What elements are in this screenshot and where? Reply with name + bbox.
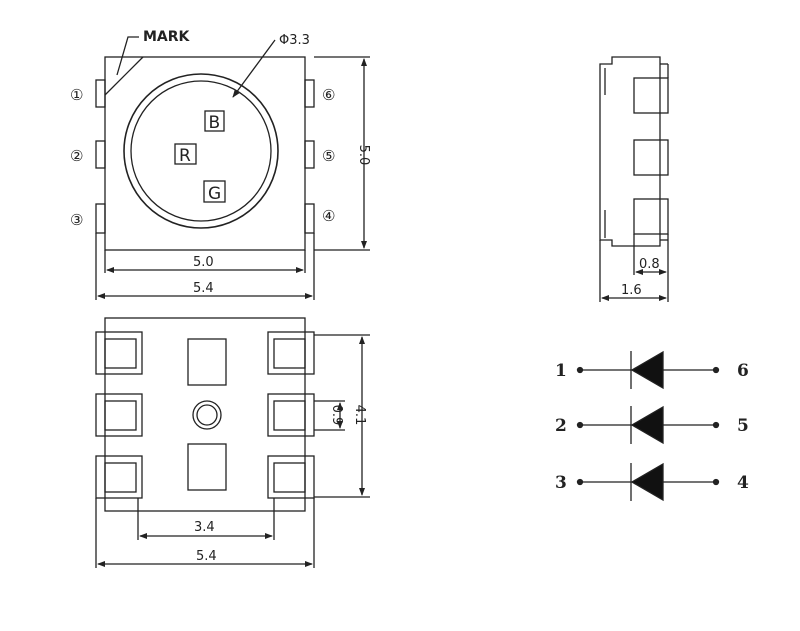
- bottom-pad-4: [267, 455, 315, 499]
- bottom-pad-5: [267, 393, 315, 437]
- bottom-pad-2: [95, 393, 143, 437]
- mark-leader: [116, 36, 139, 76]
- lens-inner: [130, 80, 272, 222]
- schematic: [576, 350, 720, 502]
- dim-3-4: 3.4: [194, 520, 215, 535]
- pin-5-lead: [304, 140, 315, 169]
- package-body-bottom: [104, 317, 306, 512]
- side-view: [599, 56, 669, 302]
- schematic-row-1: [576, 350, 720, 390]
- side-body: [599, 56, 661, 247]
- center-via-outer: [192, 400, 222, 430]
- chip-b-label: B: [209, 113, 221, 133]
- pin-3-lead: [95, 203, 106, 234]
- top-view: [95, 36, 370, 300]
- dim-5-0-height: 5.0: [356, 145, 371, 166]
- terminal-2: [576, 421, 584, 429]
- diode-1-icon: [630, 350, 664, 390]
- pin-6-lead: [304, 79, 315, 108]
- pin-6-number: ⑥: [322, 86, 335, 104]
- chip-r-label: R: [179, 146, 191, 166]
- chip-g-label: G: [208, 184, 221, 204]
- dim-5-4-width: 5.4: [193, 281, 214, 296]
- pin-2-number: ②: [70, 147, 83, 165]
- top-view-text: MARK Φ3.3 B R G ① ② ③ ⑥ ⑤ ④ 5.0 5.4 5.0: [70, 29, 371, 296]
- side-pad-3: [633, 198, 669, 235]
- mark-label: MARK: [143, 29, 191, 45]
- bottom-view: [95, 317, 370, 568]
- dim-5-4-bottom: 5.4: [196, 549, 217, 564]
- terminal-6: [712, 366, 720, 374]
- pin-5-number: ⑤: [322, 147, 335, 165]
- dim-4-1: 4.1: [352, 405, 367, 426]
- schematic-pin-3: 3: [555, 473, 567, 493]
- bottom-pad-3: [95, 455, 143, 499]
- pin-2-lead: [95, 140, 106, 169]
- bottom-view-text: 0.9 4.1 3.4 5.4: [194, 405, 367, 564]
- terminal-3: [576, 478, 584, 486]
- chip-r-box: [174, 143, 197, 165]
- schematic-pin-2: 2: [555, 416, 567, 436]
- side-view-text: 0.8 1.6: [621, 257, 660, 298]
- pin-4-number: ④: [322, 207, 335, 225]
- terminal-4: [712, 478, 720, 486]
- dim-0-9: 0.9: [329, 405, 344, 426]
- chip-b-box: [204, 110, 225, 132]
- lens-outer: [123, 73, 279, 229]
- diode-2-icon: [630, 405, 664, 445]
- center-pad-bottom: [187, 443, 227, 491]
- mark-chamfer: [104, 56, 144, 96]
- bottom-pad-1: [95, 331, 143, 375]
- pin-1-lead: [95, 79, 106, 108]
- schematic-row-3: [576, 462, 720, 502]
- diameter-label: Φ3.3: [279, 33, 310, 48]
- schematic-row-2: [576, 405, 720, 445]
- terminal-5: [712, 421, 720, 429]
- bottom-pad-6: [267, 331, 315, 375]
- center-via-inner: [196, 404, 218, 426]
- pin-4-lead: [304, 203, 315, 234]
- side-pad-2: [633, 139, 669, 176]
- schematic-pin-1: 1: [555, 361, 567, 381]
- terminal-1: [576, 366, 584, 374]
- chip-g-box: [203, 180, 226, 203]
- dim-5-0-width: 5.0: [193, 255, 214, 270]
- dim-1-6: 1.6: [621, 283, 642, 298]
- schematic-pin-5: 5: [737, 416, 749, 436]
- pin-1-number: ①: [70, 86, 83, 104]
- center-pad-top: [187, 338, 227, 386]
- schematic-text: 1 6 2 5 3 4: [555, 361, 749, 493]
- pin-3-number: ③: [70, 211, 83, 229]
- diode-3-icon: [630, 462, 664, 502]
- schematic-pin-6: 6: [737, 361, 749, 381]
- schematic-pin-4: 4: [737, 473, 749, 493]
- dim-0-8: 0.8: [639, 257, 660, 272]
- diameter-leader: [232, 39, 276, 98]
- side-pad-1: [633, 77, 669, 114]
